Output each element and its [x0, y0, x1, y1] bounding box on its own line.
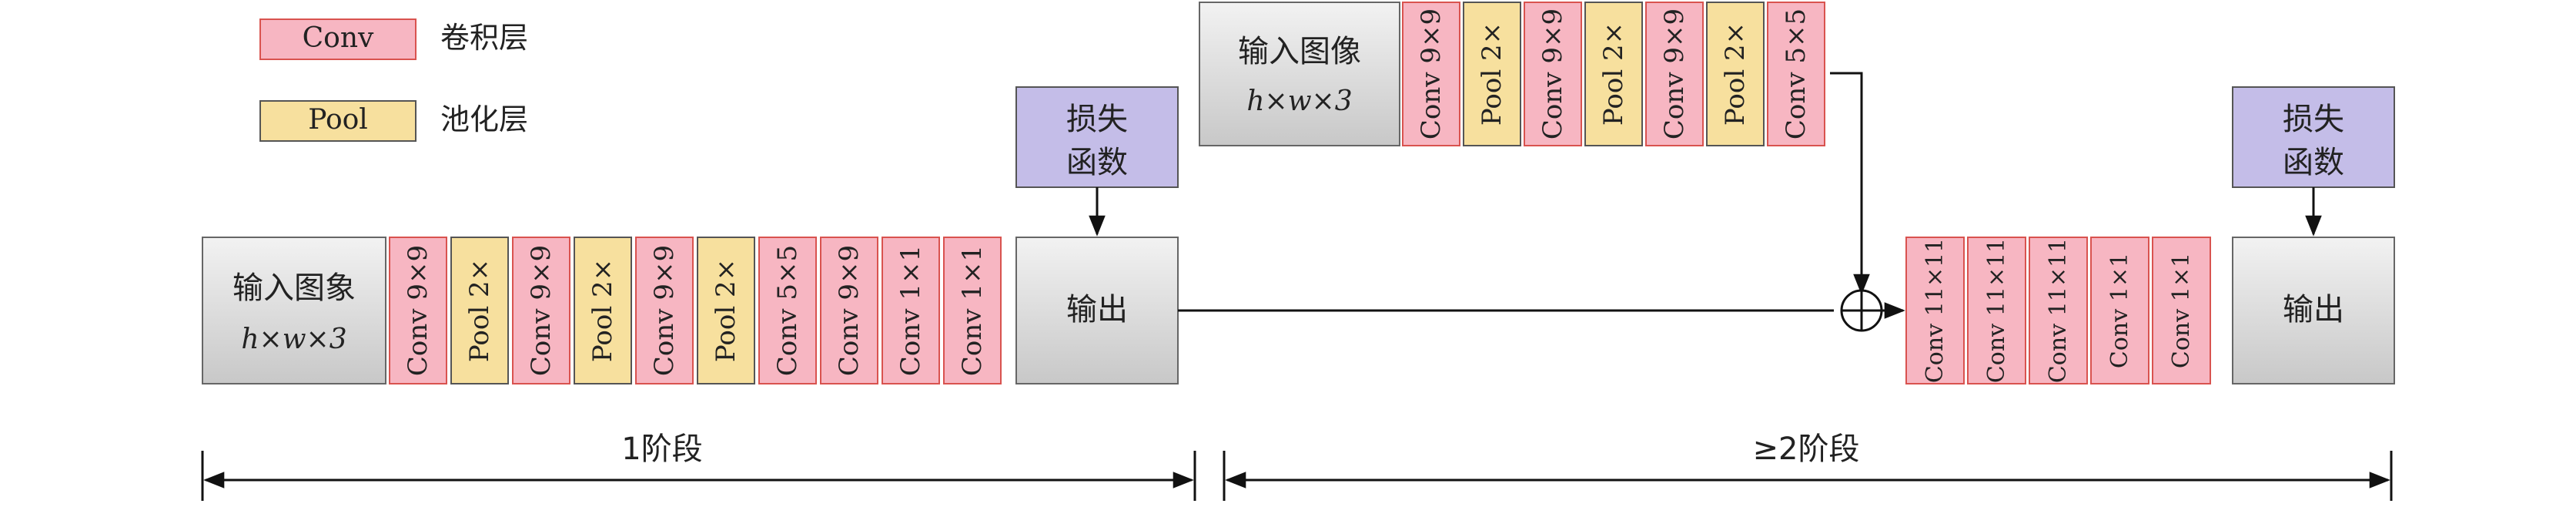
stage1-input-size: h×w×3 [241, 324, 346, 355]
legend-pool-desc: 池化层 [440, 102, 528, 136]
stage2-top-conv-layer [1524, 2, 1582, 146]
stage2-bottom-conv-layer [2090, 237, 2149, 384]
stage2-input-box [1199, 2, 1400, 146]
stage1-conv-layer [512, 237, 570, 384]
stage2-top-layer-label: Pool 2× [1720, 22, 1751, 126]
stage2-loss-line2: 函数 [2283, 145, 2344, 180]
stage2-bottom-conv-layer [2152, 237, 2211, 384]
stage1-layer-label: Conv 9×9 [834, 245, 865, 376]
stage2-top-pool-layer [1584, 2, 1643, 146]
stage1-loss-line2: 函数 [1066, 145, 1128, 180]
legend: Conv 卷积层 Pool 池化层 [259, 18, 528, 142]
stage1-output-box [1015, 237, 1179, 384]
legend-item-conv: Conv 卷积层 [259, 18, 528, 60]
sum-node [1840, 289, 1883, 332]
stage2-top-pool-layer [1706, 2, 1765, 146]
legend-conv-box-text: Conv [303, 22, 374, 54]
stage2-image-branch: 输入图像 h×w×3 Conv 9×9 Pool 2× Conv 9×9 Pool 2… [1199, 2, 1870, 295]
stage1-layer-label: Conv 1×1 [957, 245, 988, 376]
stage2-top-layer-label: Pool 2× [1477, 22, 1507, 126]
stage1-layer-label: Conv 1×1 [895, 245, 926, 376]
stage2-top-pool-layer [1463, 2, 1521, 146]
stage2-bottom-layer-label: Conv 11×11 [1922, 238, 1949, 383]
stage2-top-layer-label: Pool 2× [1598, 22, 1629, 126]
stage2-bottom-layer-label: Conv 11×11 [2045, 238, 2072, 383]
stage1-span: 1阶段 [201, 431, 1196, 501]
stage1-layer-label: Pool 2× [464, 259, 495, 362]
stage2-top-layer-stack: Conv 9×9 Pool 2× Conv 9×9 Pool 2× Conv 9×9 Po… [1402, 2, 1825, 146]
stage2-top-layer-label: Conv 9×9 [1659, 8, 1690, 139]
stage2-bottom-conv-layer [1967, 237, 2026, 384]
stage2-top-conv-layer [1767, 2, 1825, 146]
stage1-conv-layer [635, 237, 694, 384]
stage1-layer-label: Pool 2× [711, 259, 741, 362]
stage1-conv-layer [820, 237, 878, 384]
stage1-span-label: 1阶段 [621, 431, 702, 467]
stage2-bottom-layer-label: Conv 1×1 [2106, 253, 2133, 368]
stage2-top-conv-layer [1402, 2, 1460, 146]
stage2-top-conv-layer [1645, 2, 1704, 146]
stage2-span-label: ≥2阶段 [1753, 431, 1860, 467]
legend-conv-swatch [259, 18, 417, 60]
stage2-bottom-layer-label: Conv 1×1 [2168, 253, 2195, 368]
stage2-bottom-conv-layer [1905, 237, 1965, 384]
stage2-top-layer-label: Conv 9×9 [1537, 8, 1568, 139]
stage1-pool-layer [450, 237, 509, 384]
stage2-bottom-layer-stack: Conv 11×11 Conv 11×11 Conv 11×11 Conv 1×1 Co… [1905, 237, 2211, 384]
legend-item-pool: Pool 池化层 [259, 100, 528, 142]
stage1-layer-label: Conv 9×9 [526, 245, 557, 376]
stage1-layer-label: Conv 5×5 [772, 245, 803, 376]
stage2-bottom-conv-layer [2029, 237, 2088, 384]
stage2-loss-line1: 损失 [2283, 102, 2344, 137]
stage1-input-box [202, 237, 386, 384]
legend-conv-desc: 卷积层 [440, 21, 528, 55]
legend-pool-box-text: Pool [308, 104, 368, 136]
stage2-output-box [2232, 237, 2395, 384]
stage2-input-title: 输入图像 [1238, 34, 1361, 69]
stage1-conv-layer [389, 237, 447, 384]
stage2-input-size: h×w×3 [1246, 86, 1352, 117]
stage2-top-connector [1830, 72, 1870, 295]
stage1-layer-label: Conv 9×9 [403, 245, 433, 376]
stage1-loss-box [1015, 86, 1179, 188]
stage1-layer-label: Pool 2× [587, 259, 618, 362]
stage1-pool-layer [697, 237, 755, 384]
stage2-top-layer-label: Conv 5×5 [1781, 8, 1812, 139]
stage1-conv-layer [758, 237, 817, 384]
stage2-bottom-layer-label: Conv 11×11 [1983, 238, 2010, 383]
stage1-input-title: 输入图象 [233, 270, 356, 306]
stage1-output-label: 输出 [1066, 292, 1128, 327]
stage1-conv-layer [943, 237, 1002, 384]
legend-pool-swatch [259, 100, 417, 142]
stage2-loss-box [2232, 86, 2395, 188]
stage2-output-label: 输出 [2283, 292, 2344, 327]
stage1-conv-layer [882, 237, 940, 384]
stage1-layer-label: Conv 9×9 [649, 245, 680, 376]
stage1-pool-layer [574, 237, 632, 384]
stage1: 输入图象 h×w×3 Conv 9×9 Pool 2× Conv 9×9 Pool 2… [202, 86, 1179, 384]
stage2: Conv 11×11 Conv 11×11 Conv 11×11 Conv 1×1 Co… [1905, 86, 2395, 384]
stage2-span: ≥2阶段 [1223, 431, 2393, 501]
stage2-top-layer-label: Conv 9×9 [1416, 8, 1447, 139]
stage1-loss-line1: 损失 [1066, 102, 1128, 137]
stage1-layer-stack: Conv 9×9 Pool 2× Conv 9×9 Pool 2× Conv 9×9 Po… [389, 237, 1002, 384]
